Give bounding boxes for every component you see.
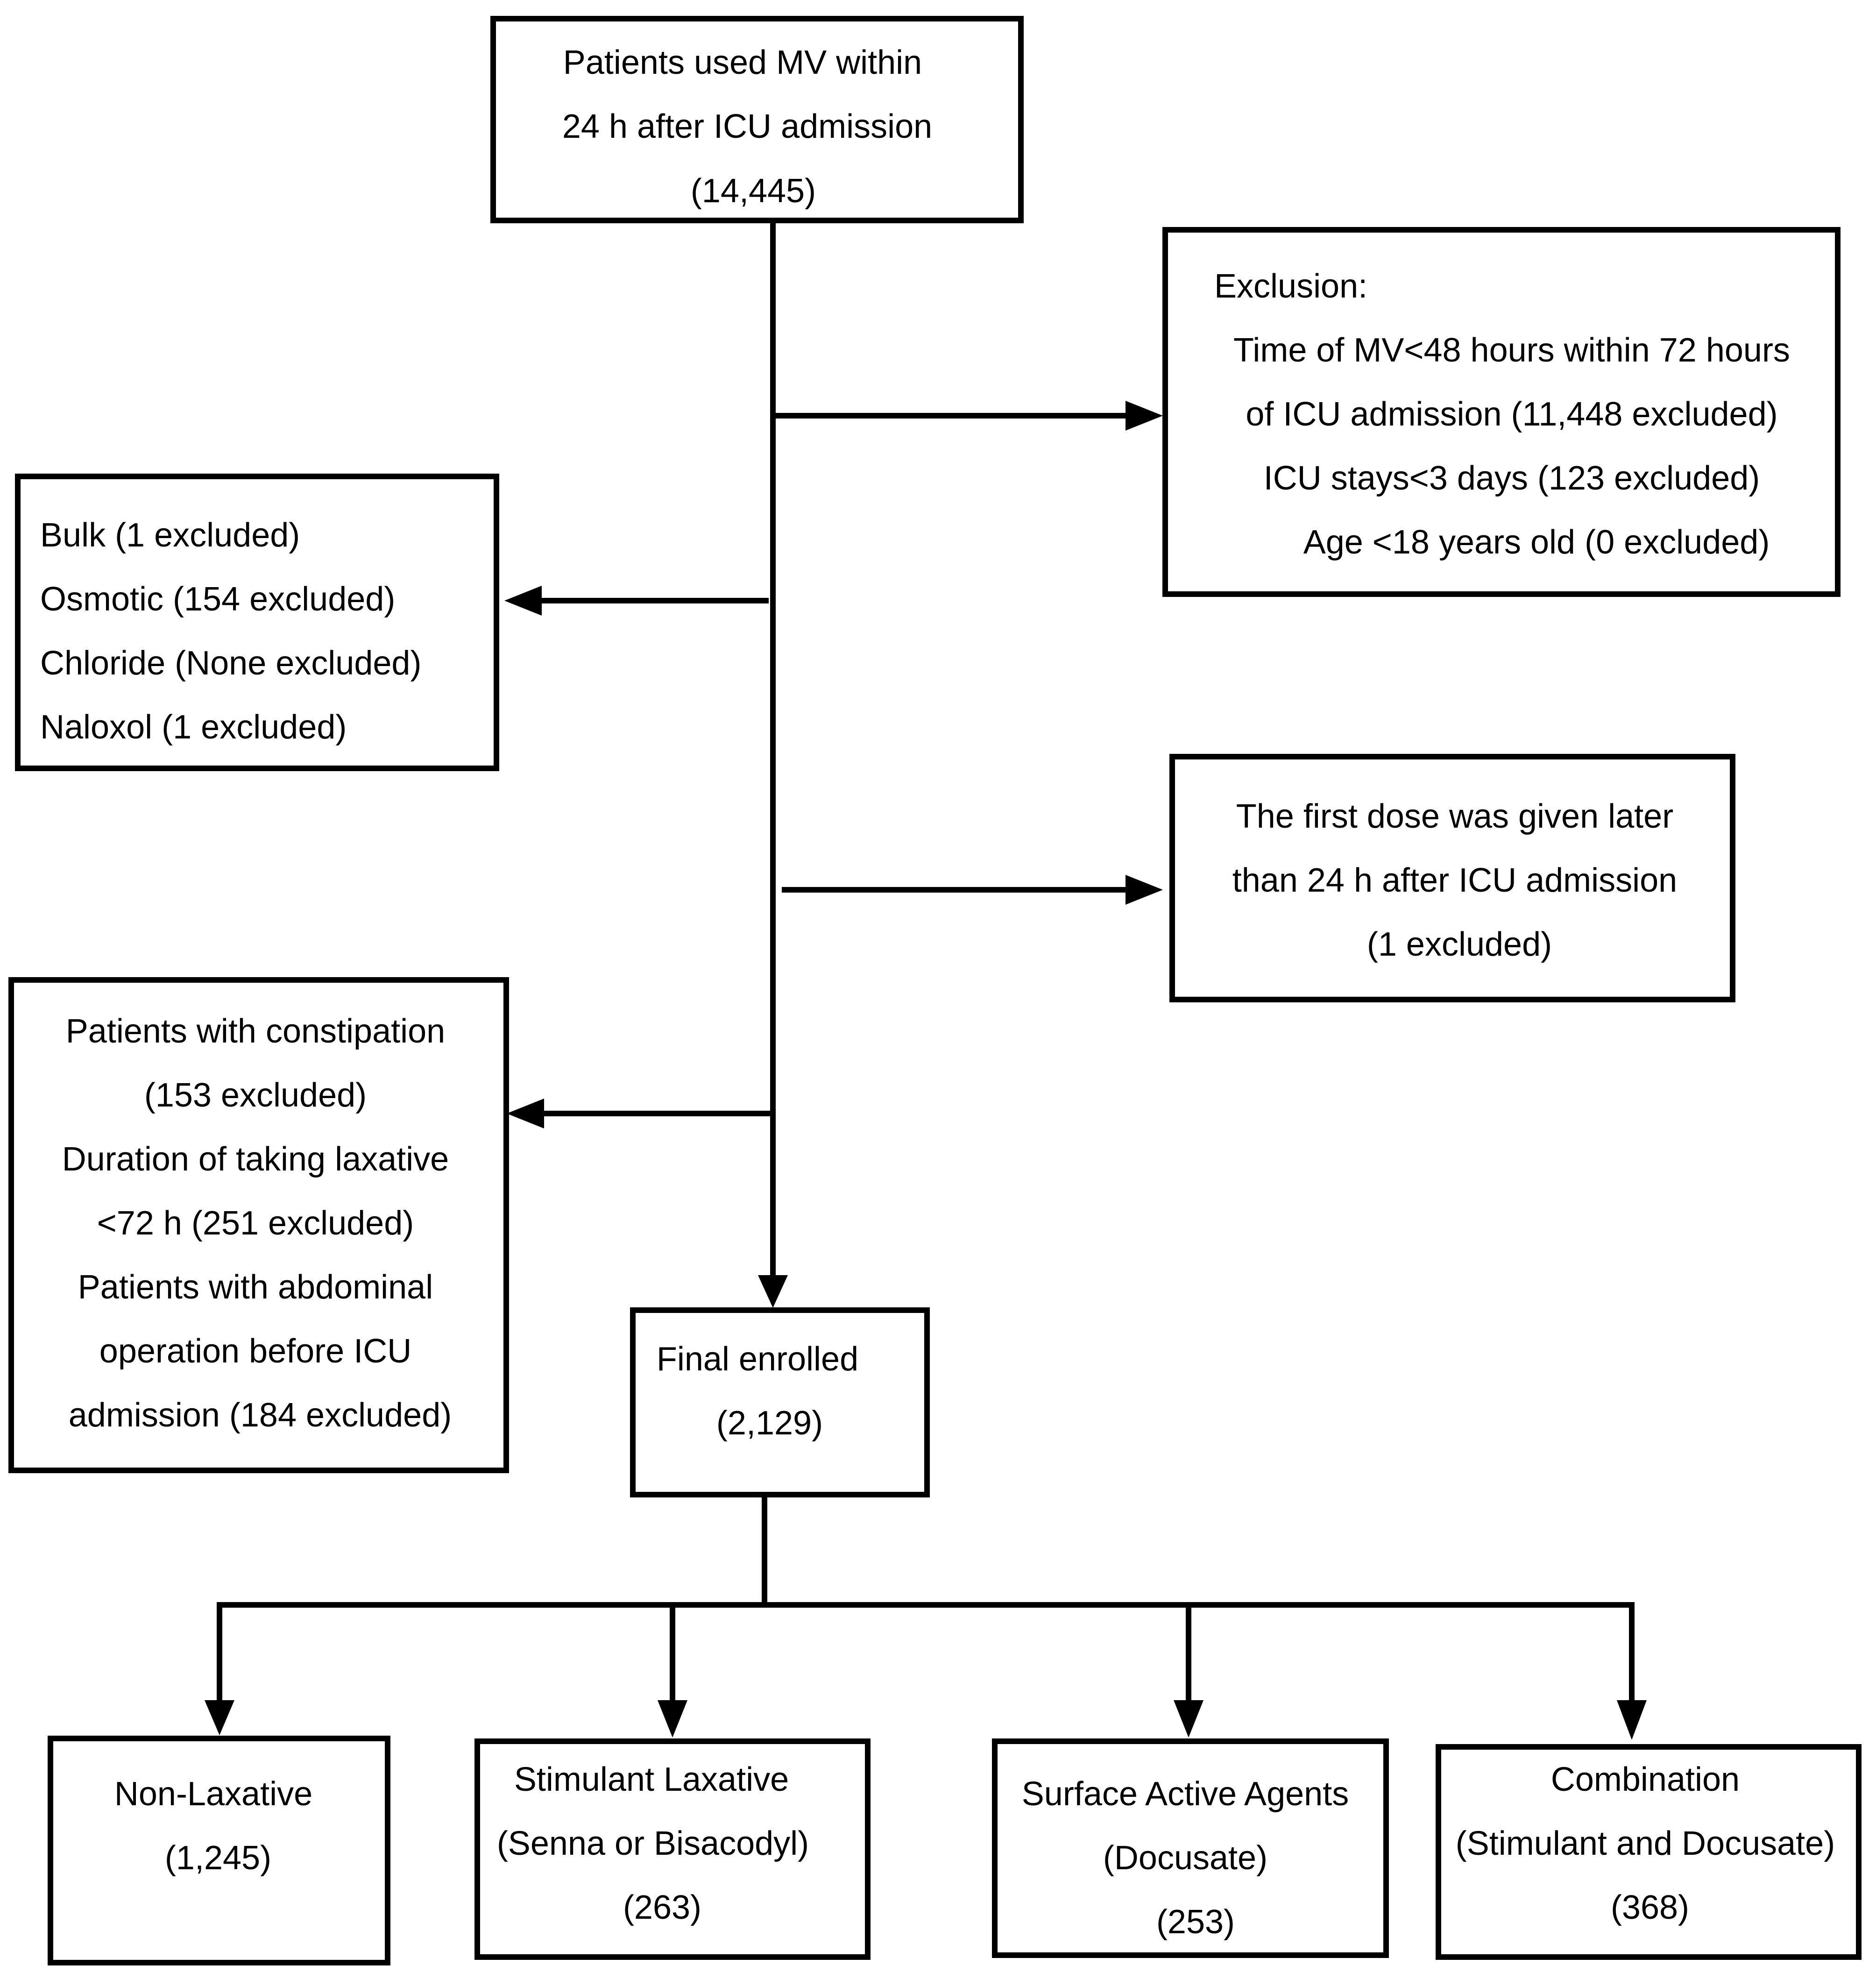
- final-box: Final enrolled (2,129): [630, 1307, 930, 1497]
- exclusion1-line-4: ICU stays<3 days (123 excluded): [1264, 460, 1760, 497]
- arrowhead-to-exclusion1: [1126, 401, 1163, 431]
- group4-line-3: (368): [1611, 1889, 1689, 1926]
- svg-text:Time of MV<48 hours within 72: Time of MV<48 hours within 72 hours of I…: [1233, 332, 1799, 561]
- exclusion4-line-6: operation before ICU: [99, 1333, 411, 1370]
- arrowhead-to-exclusion3: [1126, 875, 1163, 905]
- arrowhead-to-group3: [1174, 1700, 1203, 1738]
- group3-box: Surface Active Agents (Docusate) (253): [992, 1738, 1389, 1958]
- exclusion3-box: The first dose was given later than 24 h…: [1169, 754, 1735, 1002]
- svg-text:Patients with constipation: Patients with constipation (153 excluded…: [62, 1013, 458, 1434]
- start-line-1: Patients used MV within: [563, 44, 922, 81]
- group3-line-1: Surface Active Agents: [1022, 1775, 1349, 1813]
- group1-line-2: (1,245): [165, 1839, 271, 1877]
- exclusion4-line-4: <72 h (251 excluded): [97, 1205, 414, 1242]
- group2-line-3: (263): [623, 1889, 701, 1926]
- exclusion3-line-1: The first dose was given later: [1236, 798, 1673, 835]
- arrowhead-to-exclusion4: [507, 1099, 544, 1128]
- exclusion2-box: Bulk (1 excluded) Osmotic (154 excluded)…: [15, 474, 499, 771]
- group1-box: Non-Laxative (1,245): [48, 1736, 390, 1965]
- start-line-2: 24 h after ICU admission: [562, 108, 932, 145]
- exclusion2-line-4: Naloxol (1 excluded): [40, 709, 347, 746]
- exclusion1-box: Exclusion: Time of MV<48 hours within 72…: [1162, 227, 1841, 597]
- svg-text:The first dose was given later: The first dose was given later than 24 h…: [1232, 798, 1687, 963]
- svg-text:Surface Active Agents (D: Surface Active Agents (Docusate) (253): [1022, 1775, 1358, 1941]
- start-box: Patients used MV within 24 h after ICU a…: [490, 16, 1024, 223]
- svg-text:Exclusion:: Exclusion:: [1214, 268, 1367, 305]
- svg-text:Non-Laxative (1,245): Non-Laxative (1,245): [114, 1775, 322, 1877]
- arrowhead-to-group4: [1617, 1700, 1647, 1740]
- exclusion4-box: Patients with constipation (153 excluded…: [8, 977, 509, 1473]
- group4-line-1: Combination: [1551, 1761, 1740, 1798]
- start-line-3: (14,445): [691, 172, 816, 210]
- group2-line-1: Stimulant Laxative: [514, 1761, 789, 1798]
- arrowhead-to-final: [758, 1275, 788, 1308]
- group4-line-2: (Stimulant and Docusate): [1456, 1825, 1835, 1862]
- svg-text:Bulk (1 excluded) Osmoti: Bulk (1 excluded) Osmotic (154 excluded)…: [40, 517, 431, 746]
- group2-box: Stimulant Laxative (Senna or Bisacodyl) …: [474, 1738, 871, 1960]
- group2-line-2: (Senna or Bisacodyl): [497, 1825, 809, 1862]
- arrowhead-to-exclusion2: [504, 586, 542, 616]
- exclusion1-line-1: Exclusion:: [1214, 268, 1367, 305]
- exclusion3-line-3: (1 excluded): [1367, 926, 1552, 963]
- group3-line-3: (253): [1156, 1903, 1235, 1941]
- exclusion4-line-7: admission (184 excluded): [69, 1397, 452, 1434]
- svg-text:Combination (Stimulant a: Combination (Stimulant and Docusate) (36…: [1456, 1761, 1844, 1926]
- group1-line-1: Non-Laxative: [114, 1775, 312, 1813]
- exclusion4-line-5: Patients with abdominal: [78, 1269, 433, 1306]
- exclusion1-line-3: of ICU admission (11,448 excluded): [1246, 396, 1777, 433]
- exclusion1-line-5: Age <18 years old (0 excluded): [1303, 524, 1770, 561]
- exclusion1-line-2: Time of MV<48 hours within 72 hours: [1233, 332, 1790, 369]
- exclusion2-line-2: Osmotic (154 excluded): [40, 581, 395, 618]
- final-line-2: (2,129): [716, 1405, 823, 1442]
- svg-text:Stimulant Laxative (Senn: Stimulant Laxative (Senna or Bisacodyl) …: [497, 1761, 818, 1926]
- exclusion2-line-3: Chloride (None excluded): [40, 645, 421, 682]
- group3-line-2: (Docusate): [1103, 1839, 1267, 1877]
- arrowhead-to-group1: [205, 1700, 234, 1735]
- arrowhead-to-group2: [658, 1700, 687, 1738]
- svg-text:Final enrolled (2,129): Final enrolled (2,129): [657, 1341, 868, 1442]
- exclusion4-line-3: Duration of taking laxative: [62, 1141, 449, 1178]
- exclusion4-line-1: Patients with constipation: [66, 1013, 445, 1050]
- final-line-1: Final enrolled: [657, 1341, 858, 1378]
- svg-text:Patients used MV within: Patients used MV within 24 h after ICU a…: [562, 44, 942, 210]
- group4-box: Combination (Stimulant and Docusate) (36…: [1436, 1744, 1862, 1960]
- exclusion3-line-2: than 24 h after ICU admission: [1232, 862, 1678, 899]
- exclusion4-line-2: (153 excluded): [144, 1077, 367, 1114]
- exclusion2-line-1: Bulk (1 excluded): [40, 517, 300, 554]
